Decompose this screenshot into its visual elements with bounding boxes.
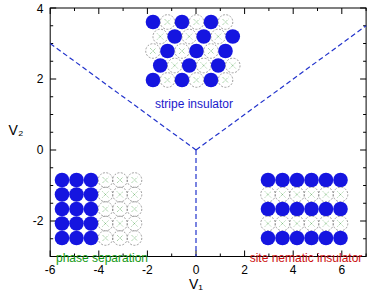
tick-label: 0 <box>193 264 200 276</box>
axis-title: V₁ <box>189 277 203 291</box>
lattice-illustration <box>55 173 142 246</box>
tick-label: 2 <box>37 73 44 85</box>
region-label: phase separation <box>56 252 148 264</box>
tick-label: 0 <box>37 144 44 156</box>
tick-label: 2 <box>241 264 248 276</box>
phase-boundary <box>195 150 196 257</box>
tick-label: -6 <box>45 264 56 276</box>
phase-boundary <box>50 44 196 151</box>
tick-label: -2 <box>142 264 153 276</box>
region-label: stripe insulator <box>155 98 233 110</box>
plot-frame <box>50 8 366 257</box>
lattice-illustration <box>261 173 348 246</box>
tick-label: -2 <box>33 215 44 227</box>
tick-label: -4 <box>93 264 104 276</box>
region-label: site nematic insulator <box>250 252 363 264</box>
tick-label: 6 <box>338 264 345 276</box>
tick-label: 4 <box>290 264 297 276</box>
phase-boundary <box>196 26 366 150</box>
axis-title: V₂ <box>9 123 24 137</box>
axis-ticks <box>50 8 366 257</box>
lattice-illustration <box>146 15 240 88</box>
tick-label: 4 <box>37 3 44 15</box>
